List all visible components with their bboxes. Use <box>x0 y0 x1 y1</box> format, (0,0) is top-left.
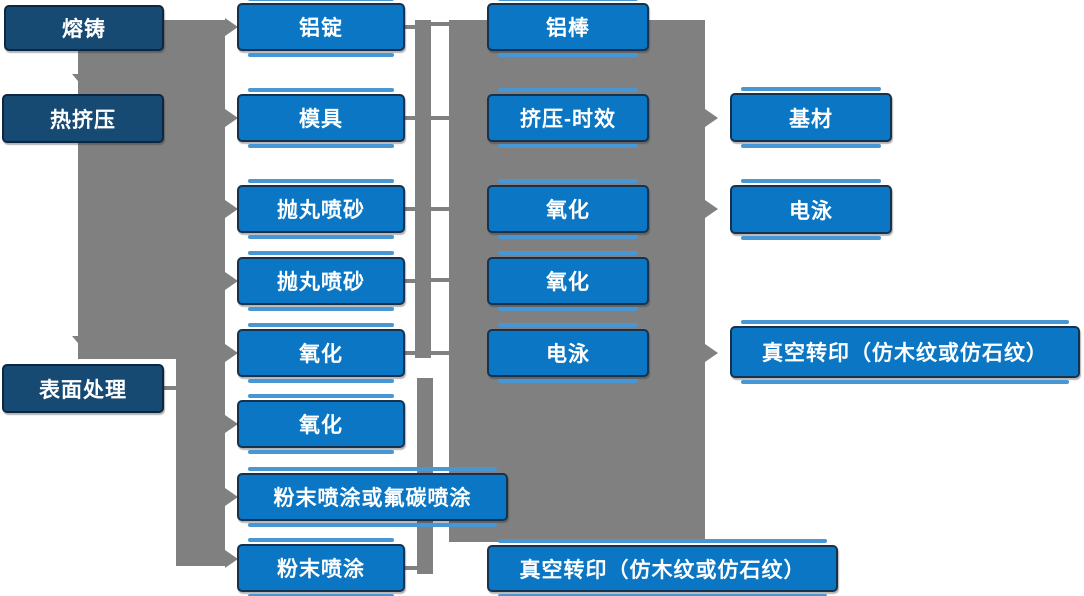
node-shot-blasting-1: 抛丸喷砂 <box>237 179 405 239</box>
node-powder-coating-label: 粉末喷涂 <box>277 558 365 581</box>
link-shotblast2-band <box>404 279 416 283</box>
right-arrowhead-powder <box>225 550 238 568</box>
node-vacuum-transfer-1-label: 真空转印（仿木纹或仿石纹） <box>519 558 806 582</box>
trunk-upper-left <box>78 20 225 359</box>
node-shot-blasting-1-label: 抛丸喷砂 <box>277 199 365 222</box>
node-oxidation-2-label: 氧化 <box>299 414 343 437</box>
link-mold-band <box>404 116 416 120</box>
node-extrusion-aging: 挤压-时效 <box>487 88 649 148</box>
node-aluminum-rod-label: 铝棒 <box>546 17 590 40</box>
node-aluminum-ingot-label: 铝锭 <box>299 17 343 40</box>
node-oxidation-4: 氧化 <box>487 251 649 311</box>
tick-band-trunk-5 <box>431 351 450 355</box>
link-shotblast1-band <box>404 207 416 211</box>
right-arrowhead-electrophoresis2 <box>705 200 718 218</box>
node-aluminum-rod: 铝棒 <box>487 0 649 57</box>
node-oxidation-1-label: 氧化 <box>299 343 343 366</box>
node-surface-treatment-label: 表面处理 <box>39 378 127 402</box>
trunk-lower-left <box>176 359 225 566</box>
down-arrowhead-hot-extrusion <box>72 74 94 87</box>
right-arrowhead-substrate <box>705 109 718 127</box>
down-arrowhead-surface-treatment <box>72 336 94 349</box>
node-shot-blasting-2-label: 抛丸喷砂 <box>277 271 365 294</box>
node-oxidation-1: 氧化 <box>237 323 405 383</box>
node-mold: 模具 <box>237 88 405 148</box>
node-powder-coating: 粉末喷涂 <box>237 538 405 596</box>
node-aluminum-ingot: 铝锭 <box>237 0 405 57</box>
tick-band-trunk-2 <box>431 116 450 120</box>
node-extrusion-aging-label: 挤压-时效 <box>520 108 616 131</box>
tick-band-trunk-4 <box>431 278 450 282</box>
bus-band-upper <box>415 20 431 358</box>
right-arrowhead-ingot <box>225 18 238 36</box>
link-powder-band <box>404 566 418 570</box>
link-oxidation1-band <box>404 351 416 355</box>
node-vacuum-transfer-2-label: 真空转印（仿木纹或仿石纹） <box>762 342 1048 365</box>
node-oxidation-3: 氧化 <box>487 179 649 239</box>
node-surface-treatment: 表面处理 <box>2 364 164 413</box>
node-oxidation-2: 氧化 <box>237 394 405 454</box>
node-substrate: 基材 <box>730 87 892 148</box>
right-arrowhead-oxidation1 <box>225 344 238 362</box>
node-electrophoresis-1: 电泳 <box>487 323 649 383</box>
node-mold-label: 模具 <box>299 108 343 131</box>
node-electrophoresis-2-label: 电泳 <box>789 199 833 223</box>
node-electrophoresis-2: 电泳 <box>730 179 892 240</box>
node-melting: 熔铸 <box>4 5 164 51</box>
node-hot-extrusion-label: 热挤压 <box>50 108 116 132</box>
tick-band-trunk-1 <box>431 22 450 26</box>
right-arrowhead-oxidation2 <box>225 415 238 433</box>
right-arrowhead-powderfluoro <box>225 488 238 506</box>
node-oxidation-4-label: 氧化 <box>546 271 590 294</box>
node-vacuum-transfer-1: 真空转印（仿木纹或仿石纹） <box>487 539 838 596</box>
node-shot-blasting-2: 抛丸喷砂 <box>237 251 405 311</box>
node-vacuum-transfer-2: 真空转印（仿木纹或仿石纹） <box>730 320 1080 384</box>
right-arrowhead-vacuum2 <box>705 344 718 362</box>
tick-band-trunk-3 <box>431 207 450 211</box>
link-ingot-band <box>404 25 416 29</box>
node-melting-label: 熔铸 <box>62 18 106 41</box>
node-substrate-label: 基材 <box>789 107 833 131</box>
node-electrophoresis-1-label: 电泳 <box>546 343 590 366</box>
link-surface-trunk <box>162 386 177 390</box>
node-powder-or-fluorocarbon: 粉末喷涂或氟碳喷涂 <box>237 467 508 527</box>
node-hot-extrusion: 热挤压 <box>2 94 164 143</box>
node-oxidation-3-label: 氧化 <box>546 199 590 222</box>
right-arrowhead-mold <box>225 109 238 127</box>
right-arrowhead-shotblast2 <box>225 272 238 290</box>
right-arrowhead-shotblast1 <box>225 200 238 218</box>
node-powder-or-fluorocarbon-label: 粉末喷涂或氟碳喷涂 <box>273 487 472 510</box>
